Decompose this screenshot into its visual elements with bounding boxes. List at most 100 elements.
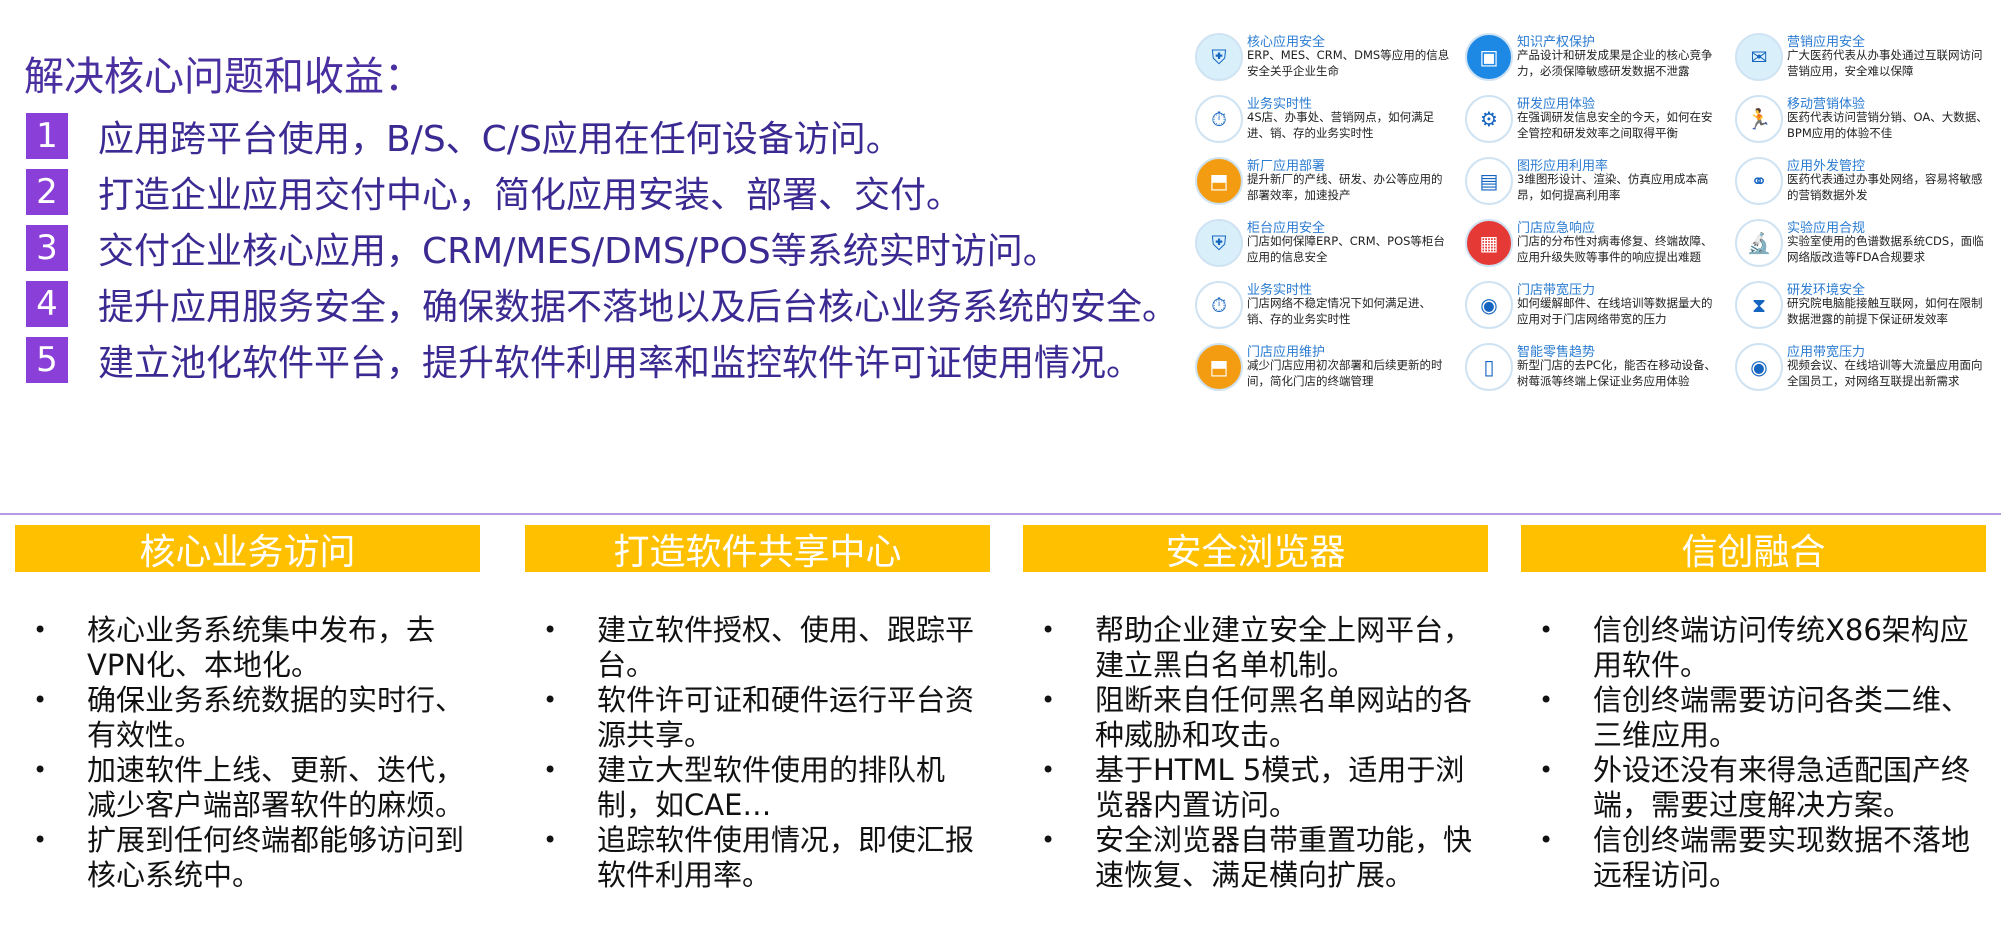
store-maintain-icon: ⬒ [1195, 343, 1243, 391]
feature-title: 图形应用利用率 [1517, 159, 1609, 174]
section-divider [0, 513, 2001, 515]
bullet-list: • 建立软件授权、使用、跟踪平台。 • 软件许可证和硬件运行平台资源共享。•建立大型软… [525, 613, 990, 893]
emergency-grid-icon: ▦ [1465, 219, 1513, 267]
bullet-item: • 信创终端访问传统X86架构应用软件。 [1521, 613, 1986, 683]
bullet-text: 信创终端需要实现数据不落地远程访问。 [1593, 823, 1971, 892]
feature-description: 3维图形设计、渲染、仿真应用成本高昂，如何提高利用率 [1517, 172, 1709, 202]
feature-card: ⚙研发应用体验在强调研发信息安全的今天，如何在安全管控和研发效率之间取得平衡 [1465, 87, 1720, 151]
column-header: 打造软件共享中心 [525, 525, 990, 573]
bullet-item: •外设还没有来得急适配国产终端，需要过度解决方案。 [1521, 753, 1986, 823]
feature-card: ⚭应用外发管控医药代表通过办事处网络，容易将敏感的营销数据外发 [1735, 149, 1990, 213]
feature-card: 🏃移动营销体验医药代表访问营销分销、OA、大数据、BPM应用的体验不佳 [1735, 87, 1990, 151]
bullet-dot-icon: • [543, 826, 558, 854]
bullet-item: • 基于HTML 5模式，适用于浏览器内置访问。 [1023, 753, 1488, 823]
bullet-dot-icon: • [33, 756, 48, 784]
feature-title: 业务实时性 [1247, 97, 1313, 112]
bullet-dot-icon: • [543, 756, 558, 784]
list-item: 2 打造企业应用交付中心，简化应用安装、部署、交付。 [26, 166, 962, 218]
bullet-text: 帮助企业建立安全上网平台，建立黑白名单机制。 [1095, 613, 1473, 682]
bullet-item: • 帮助企业建立安全上网平台，建立黑白名单机制。 [1023, 613, 1488, 683]
feature-description: 提升新厂的产线、研发、办公等应用的部署效率，加速投产 [1247, 172, 1443, 202]
bullet-text: 建立软件授权、使用、跟踪平台。 [597, 613, 975, 682]
feature-card: ◉门店带宽压力如何缓解邮件、在线培训等数据量大的应用对于门店网络带宽的压力 [1465, 273, 1720, 337]
bullet-text: 阻断来自任何黑名单网站的各种威胁和攻击。 [1095, 683, 1473, 752]
feature-description: 门店的分布性对病毒修复、终端故障、应用升级失败等事件的响应提出难题 [1517, 234, 1713, 264]
mobile-runner-icon: 🏃 [1735, 95, 1783, 143]
number-badge: 5 [26, 337, 68, 383]
feature-description: ERP、MES、CRM、DMS等应用的信息安全关乎企业生命 [1247, 48, 1450, 78]
feature-description: 产品设计和研发成果是企业的核心竞争力，必须保障敏感研发数据不泄露 [1517, 48, 1713, 78]
column-header: 信创融合 [1521, 525, 1986, 573]
factory-deploy-icon: ⬒ [1195, 157, 1243, 205]
feature-title: 业务实时性 [1247, 283, 1313, 298]
bullet-text: 加速软件上线、更新、迭代，减少客户端部署软件的麻烦。 [87, 753, 465, 822]
bandwidth-icon: ◉ [1465, 281, 1513, 329]
feature-card: ◉ 应用带宽压力视频会议、在线培训等大流量应用面向全国员工，对网络互联提出新需求 [1735, 335, 1990, 399]
bullet-text: 软件许可证和硬件运行平台资源共享。 [597, 683, 975, 752]
feature-description: 如何缓解邮件、在线培训等数据量大的应用对于门店网络带宽的压力 [1517, 296, 1713, 326]
feature-title: 柜台应用安全 [1247, 221, 1326, 236]
column-header: 核心业务访问 [15, 525, 480, 573]
bullet-item: • 扩展到任何终端都能够访问到核心系统中。 [15, 823, 480, 893]
bullet-list: •核心业务系统集中发布，去VPN化、本地化。•确保业务系统数据的实时行、有效性。… [15, 613, 480, 893]
feature-description: 新型门店的去PC化，能否在移动设备、树莓派等终端上保证业务应用体验 [1517, 358, 1716, 388]
bullet-list: • 信创终端访问传统X86架构应用软件。•信创终端需要访问各类二维、三维应用。•外… [1521, 613, 1986, 893]
feature-card: ▣ 知识产权保护产品设计和研发成果是企业的核心竞争力，必须保障敏感研发数据不泄露 [1465, 25, 1720, 89]
dna-icon: ⧗ [1735, 281, 1783, 329]
feature-card: ▦ 门店应急响应门店的分布性对病毒修复、终端故障、应用升级失败等事件的响应提出难题 [1465, 211, 1720, 275]
feature-card: ✉营销应用安全广大医药代表从办事处通过互联网访问营销应用，安全难以保障 [1735, 25, 1990, 89]
number-badge: 1 [26, 113, 68, 159]
bullet-item: •确保业务系统数据的实时行、有效性。 [15, 683, 480, 753]
bullet-text: 确保业务系统数据的实时行、有效性。 [87, 683, 465, 752]
bullet-dot-icon: • [543, 616, 558, 644]
feature-title: 研发环境安全 [1787, 283, 1866, 298]
bullet-dot-icon: • [1539, 616, 1554, 644]
feature-card: ⏱业务实时性门店网络不稳定情况下如何满足进、销、存的业务实时性 [1195, 273, 1450, 337]
feature-title: 实验应用合规 [1787, 221, 1866, 236]
bullet-item: •阻断来自任何黑名单网站的各种威胁和攻击。 [1023, 683, 1488, 753]
bandwidth-icon: ◉ [1735, 343, 1783, 391]
bullet-text: 扩展到任何终端都能够访问到核心系统中。 [87, 823, 465, 892]
feature-card: ▯智能零售趋势新型门店的去PC化，能否在移动设备、树莓派等终端上保证业务应用体验 [1465, 335, 1720, 399]
bullet-dot-icon: • [1539, 756, 1554, 784]
feature-description: 研究院电脑能接触互联网，如何在限制数据泄露的前提下保证研发效率 [1787, 296, 1983, 326]
bullet-text: 信创终端访问传统X86架构应用软件。 [1593, 613, 1969, 682]
bullet-dot-icon: • [33, 616, 48, 644]
benefit-column: 安全浏览器•帮助企业建立安全上网平台，建立黑白名单机制。•阻断来自任何黑名单网站… [1023, 525, 1488, 892]
feature-title: 应用外发管控 [1787, 159, 1866, 174]
feature-description: 门店网络不稳定情况下如何满足进、销、存的业务实时性 [1247, 296, 1431, 326]
feature-title: 知识产权保护 [1517, 35, 1596, 50]
bullet-item: • 追踪软件使用情况，即使汇报软件利用率。 [525, 823, 990, 893]
feature-title: 应用带宽压力 [1787, 345, 1866, 360]
ip-card-icon: ▣ [1465, 33, 1513, 81]
page-title: 解决核心问题和收益： [24, 54, 424, 100]
bullet-dot-icon: • [33, 826, 48, 854]
bullet-text: 基于HTML 5模式，适用于浏览器内置访问。 [1095, 753, 1465, 822]
bullet-item: •信创终端需要访问各类二维、三维应用。 [1521, 683, 1986, 753]
benefit-column: 信创融合 • 信创终端访问传统X86架构应用软件。•信创终端需要访问各类二维、三维应… [1521, 525, 1986, 892]
feature-title: 智能零售趋势 [1517, 345, 1596, 360]
bullet-dot-icon: • [543, 686, 558, 714]
feature-description: 广大医药代表从办事处通过互联网访问营销应用，安全难以保障 [1787, 48, 1983, 78]
bullet-dot-icon: • [1041, 756, 1056, 784]
feature-description: 医药代表通过办事处网络，容易将敏感的营销数据外发 [1787, 172, 1983, 202]
feature-card: ⬒门店应用维护减少门店应用初次部署和后续更新的时间，简化门店的终端管理 [1195, 335, 1450, 399]
list-item: 3 交付企业核心应用，CRM/MES/DMS/POS等系统实时访问。 [26, 222, 1059, 274]
feature-card: 🔬实验应用合规实验室使用的色谱数据系统CDS，面临网络版改造等FDA合规要求 [1735, 211, 1990, 275]
list-item-text: 建立池化软件平台，提升软件利用率和监控软件许可证使用情况。 [98, 343, 1143, 384]
feature-description: 门店如何保障ERP、CRM、POS等柜台应用的信息安全 [1247, 234, 1445, 264]
feature-description: 视频会议、在线培训等大流量应用面向全国员工，对网络互联提出新需求 [1787, 358, 1983, 388]
feature-description: 在强调研发信息安全的今天，如何在安全管控和研发效率之间取得平衡 [1517, 110, 1713, 140]
list-item: 1 应用跨平台使用，B/S、C/S应用在任何设备访问。 [26, 110, 902, 162]
bullet-text: 追踪软件使用情况，即使汇报软件利用率。 [597, 823, 975, 892]
bullet-item: •建立大型软件使用的排队机制，如CAE… [525, 753, 990, 823]
list-item-text: 交付企业核心应用，CRM/MES/DMS/POS等系统实时访问。 [98, 231, 1059, 272]
bullet-dot-icon: • [1041, 616, 1056, 644]
feature-title: 移动营销体验 [1787, 97, 1866, 112]
bullet-text: 核心业务系统集中发布，去VPN化、本地化。 [87, 613, 436, 682]
feature-title: 门店应急响应 [1517, 221, 1596, 236]
feature-description: 减少门店应用初次部署和后续更新的时间，简化门店的终端管理 [1247, 358, 1443, 388]
